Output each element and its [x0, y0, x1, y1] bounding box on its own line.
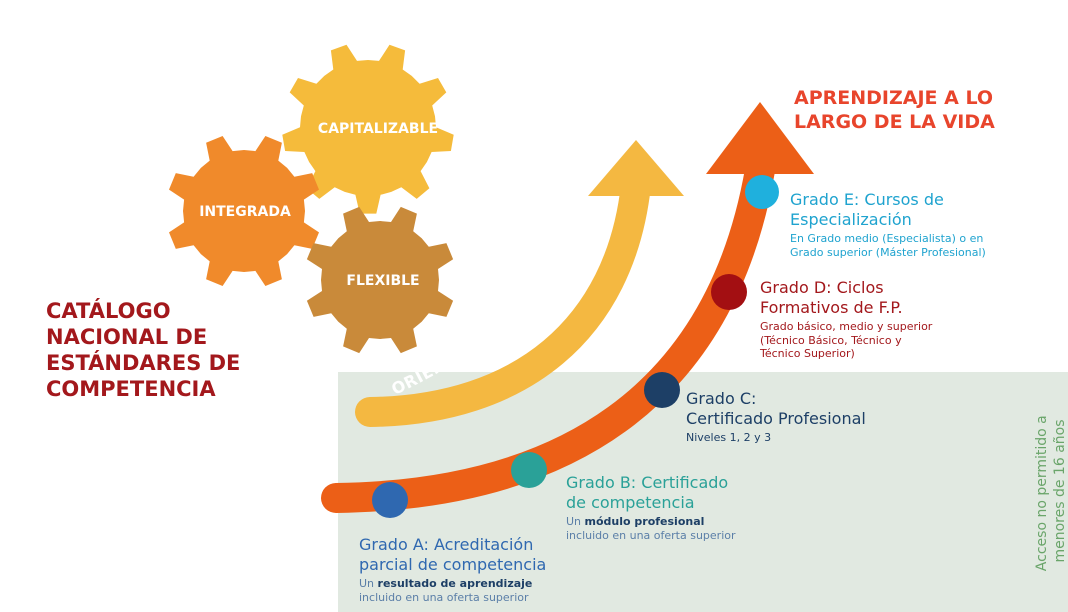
grade-a-sub-bold: resultado de aprendizaje	[377, 577, 533, 590]
grade-b-dot	[511, 452, 547, 488]
grade-d-sub-line-2: (Técnico Básico, Técnico y	[760, 333, 902, 347]
lifelong-title-line-2: LARGO DE LA VIDA	[794, 111, 995, 133]
access-note-line-1: Acceso no permitido a	[1034, 415, 1050, 571]
grade-b-sub-line-2: incluido en una oferta superior	[566, 528, 736, 542]
grade-c-title-line-2: Certificado Profesional	[686, 409, 866, 428]
grade-c-description: Niveles 1, 2 y 3	[686, 431, 916, 445]
grade-c-title-line-1: Grado C:	[686, 389, 757, 408]
grade-c-dot	[644, 372, 680, 408]
grade-b-block: Grado B: Certificado de competencia Un m…	[566, 473, 796, 542]
grade-e-title-line-2: Especialización	[790, 210, 912, 229]
grade-d-block: Grado D: Ciclos Formativos de F.P. Grado…	[760, 278, 1020, 361]
gear-capitalizable-icon	[282, 44, 454, 214]
gearCap-shape	[282, 44, 454, 214]
grade-b-title-line-2: de competencia	[566, 493, 695, 512]
grade-c-block: Grado C: Certificado Profesional Niveles…	[686, 389, 916, 445]
gear-flexible-icon	[306, 206, 454, 354]
grade-e-block: Grado E: Cursos de Especialización En Gr…	[790, 190, 1060, 259]
gear-integrada-icon	[169, 136, 319, 286]
grade-a-description: Un resultado de aprendizaje incluido en …	[359, 577, 589, 604]
grade-d-sub-line-3: Técnico Superior)	[760, 347, 855, 360]
grade-d-title-line-1: Grado D: Ciclos	[760, 278, 884, 297]
grade-b-description: Un módulo profesional incluido en una of…	[566, 515, 796, 542]
gear-flexible-label: FLEXIBLE	[346, 273, 419, 289]
catalog-title-line-2: NACIONAL DE	[46, 325, 208, 349]
orientation-arrow-body	[355, 170, 651, 427]
grade-a-dot	[372, 482, 408, 518]
grade-d-description: Grado básico, medio y superior (Técnico …	[760, 320, 1020, 361]
grade-e-description: En Grado medio (Especialista) o en Grado…	[790, 232, 1060, 259]
lifelong-title-line-1: APRENDIZAJE A LO	[794, 87, 994, 109]
lifelong-arrow-body	[321, 155, 775, 513]
gear-capitalizable-label: CAPITALIZABLE	[318, 121, 438, 137]
access-note-line-2: menores de 16 años	[1052, 419, 1068, 562]
gearFlex-shape	[306, 206, 454, 354]
grade-c-sub-line-1: Niveles 1, 2 y 3	[686, 431, 772, 444]
grade-d-title-line-2: Formativos de F.P.	[760, 298, 903, 317]
catalog-title-line-4: COMPETENCIA	[46, 377, 216, 401]
grade-a-sub-line-2: incluido en una oferta superior	[359, 590, 529, 604]
grade-a-sub-line-1: Un resultado de aprendizaje	[359, 577, 589, 591]
grade-e-title-line-1: Grado E: Cursos de	[790, 190, 944, 209]
catalog-title-line-1: CATÁLOGO	[46, 299, 171, 323]
grade-b-sub-prefix: Un	[566, 515, 585, 528]
catalog-title-line-3: ESTÁNDARES DE	[46, 351, 241, 375]
access-note: Acceso no permitido a menores de 16 años	[1034, 411, 1068, 571]
grade-e-dot	[745, 175, 779, 209]
orientation-arrow-head	[588, 140, 684, 196]
grade-a-block: Grado A: Acreditación parcial de compete…	[359, 535, 589, 604]
grade-e-sub-line-1: En Grado medio (Especialista) o en	[790, 232, 984, 245]
grade-a-title-line-1: Grado A: Acreditación	[359, 535, 534, 554]
lifelong-title: APRENDIZAJE A LO LARGO DE LA VIDA	[794, 86, 1054, 134]
grade-a-title-line-2: parcial de competencia	[359, 555, 547, 574]
grade-b-sub-line-1: Un módulo profesional	[566, 515, 796, 529]
gear-integrada-label: INTEGRADA	[199, 204, 291, 220]
grade-b-title-line-1: Grado B: Certificado	[566, 473, 729, 492]
grade-b-sub-bold: módulo profesional	[584, 515, 705, 528]
gearInt-shape	[169, 136, 319, 286]
grade-e-sub-line-2: Grado superior (Máster Profesional)	[790, 245, 986, 259]
catalog-title: CATÁLOGO NACIONAL DE ESTÁNDARES DE COMPE…	[46, 298, 306, 402]
grade-d-dot	[711, 274, 747, 310]
lifelong-arrow-head	[706, 102, 814, 174]
grade-d-sub-line-1: Grado básico, medio y superior	[760, 320, 933, 333]
grade-a-sub-prefix: Un	[359, 577, 378, 590]
